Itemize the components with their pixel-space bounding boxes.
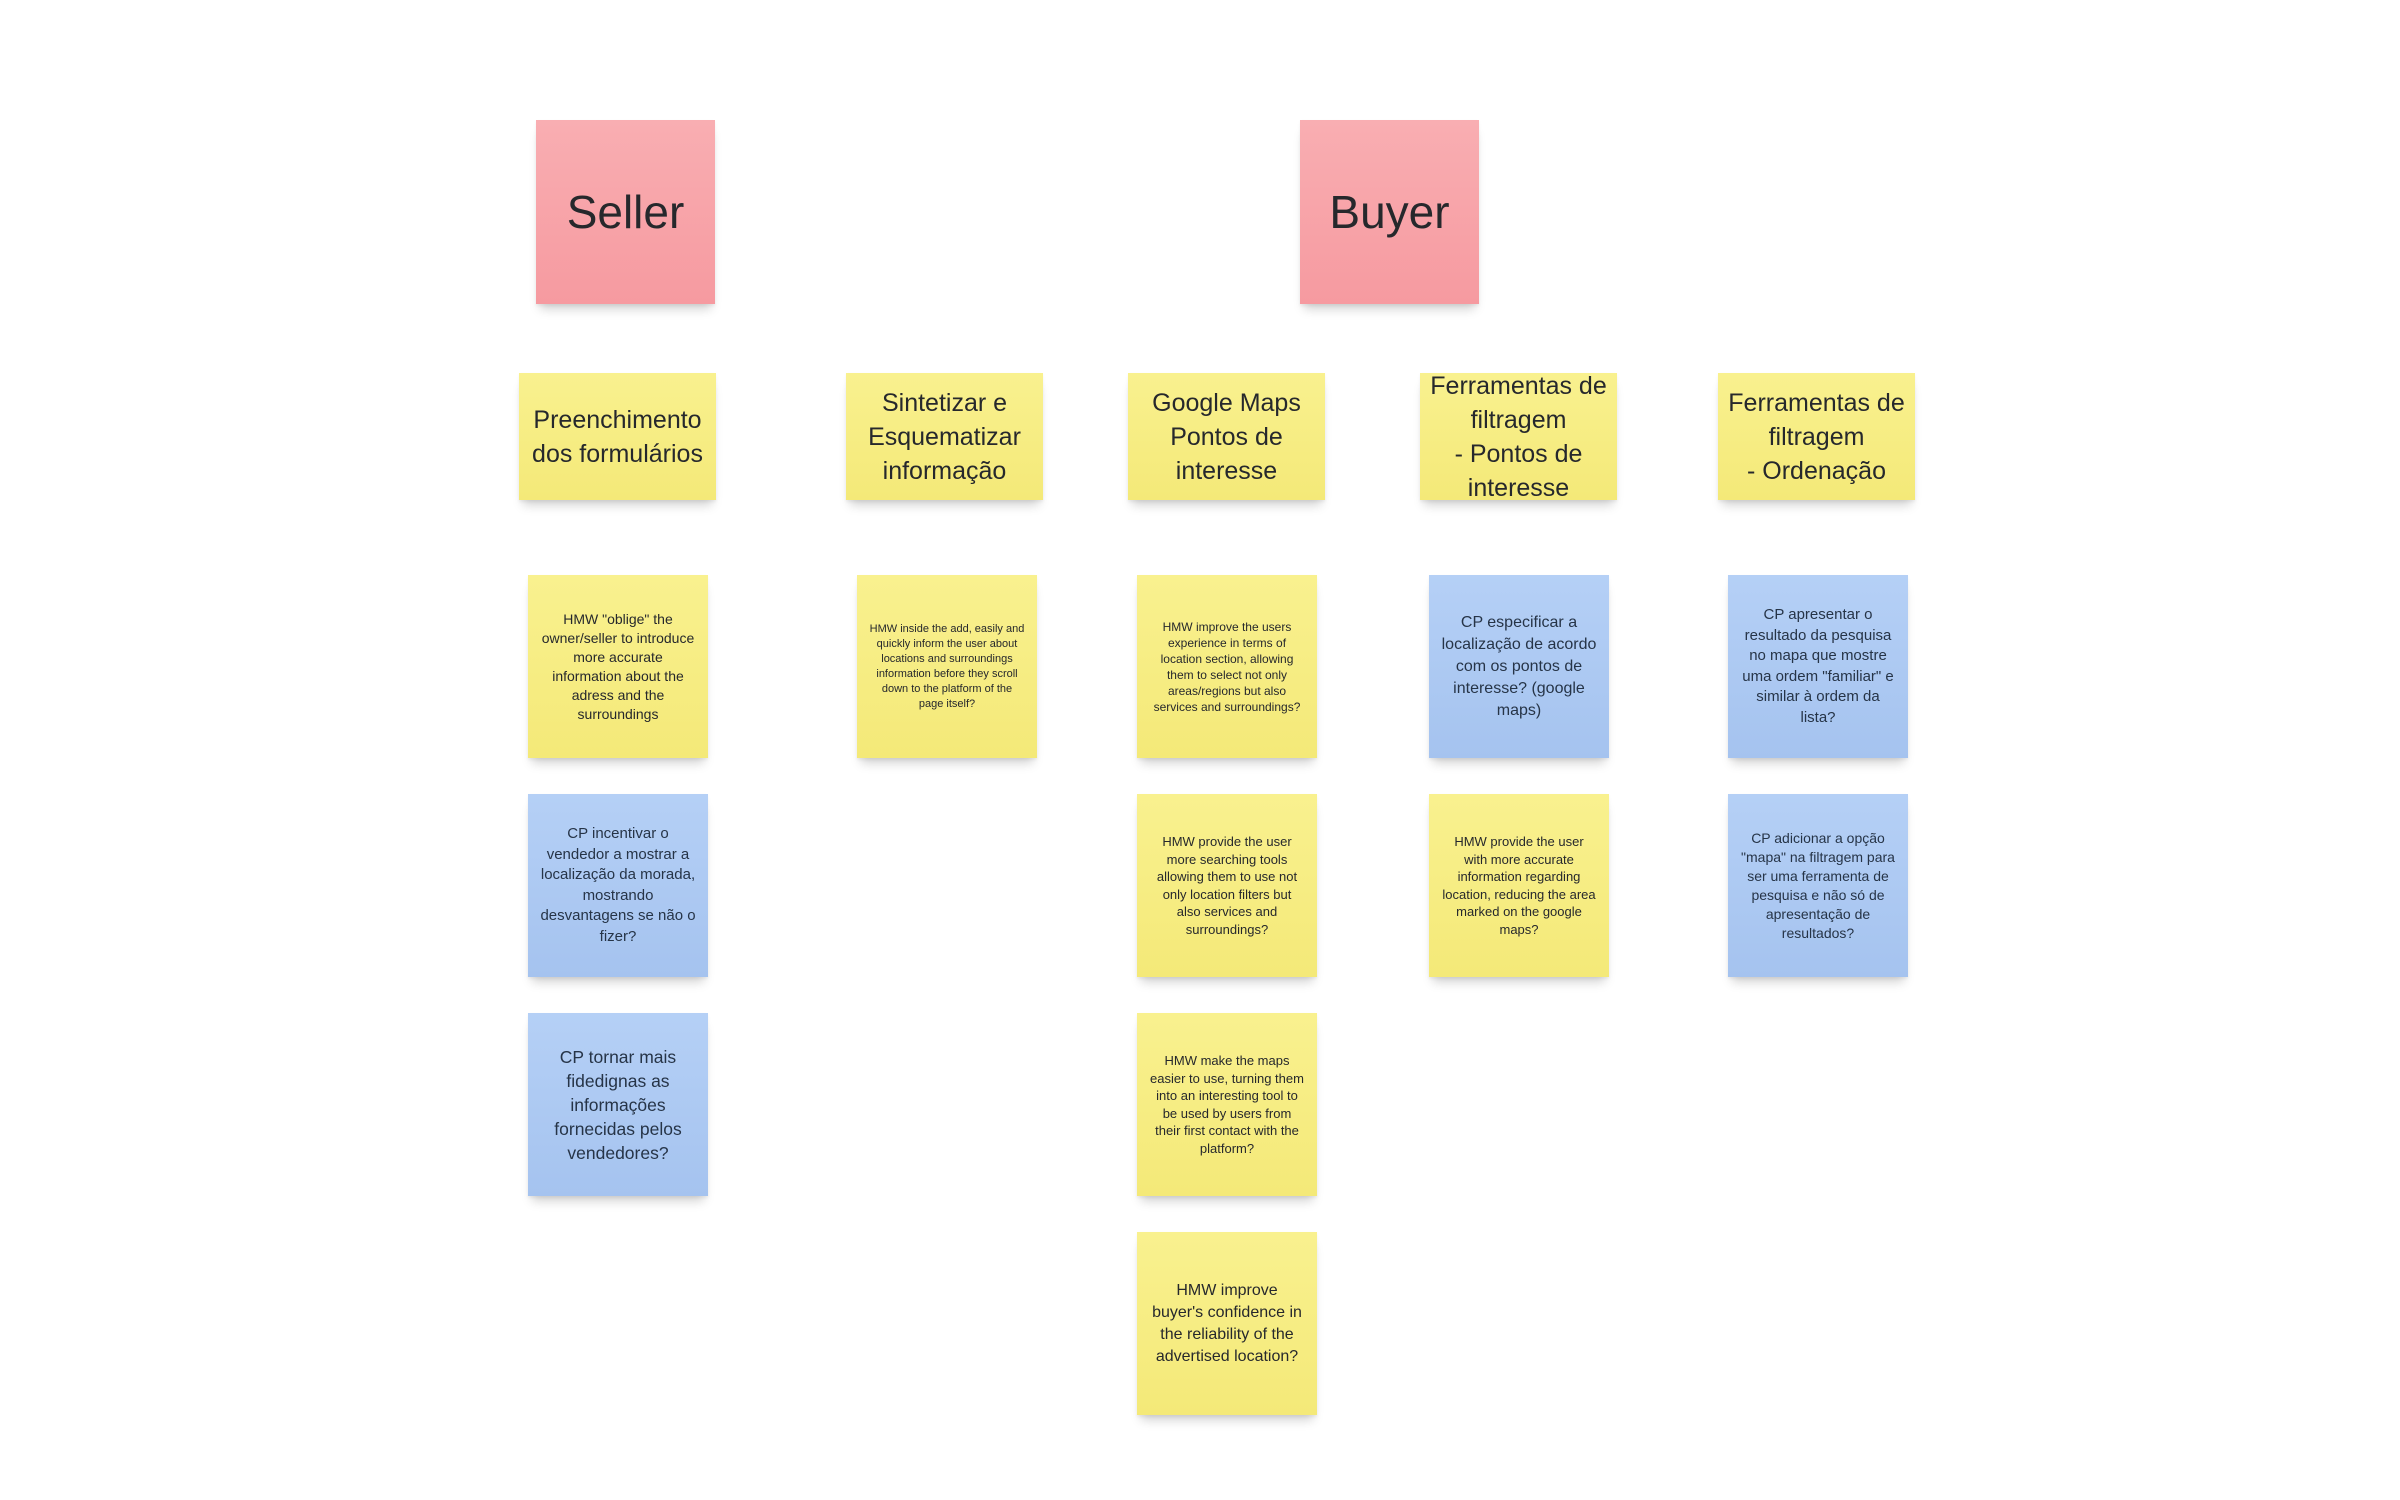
buyer-group-label: Buyer <box>1329 186 1450 238</box>
header-label: Ferramentas de filtragem - Pontos de int… <box>1430 373 1607 500</box>
sticky-note[interactable]: HMW provide the user with more accurate … <box>1429 794 1609 977</box>
note-text: HMW improve buyer's confidence in the re… <box>1152 1281 1302 1365</box>
sticky-note[interactable]: HMW improve the users experience in term… <box>1137 575 1317 758</box>
sticky-header-ferramentas-filtragem-ordenacao[interactable]: Ferramentas de filtragem - Ordenação <box>1718 373 1915 500</box>
sticky-note[interactable]: HMW provide the user more searching tool… <box>1137 794 1317 977</box>
note-text: CP apresentar o resultado da pesquisa no… <box>1742 606 1894 726</box>
sticky-header-google-maps-pontos-interesse[interactable]: Google Maps Pontos de interesse <box>1128 373 1325 500</box>
sticky-header-ferramentas-filtragem-pontos[interactable]: Ferramentas de filtragem - Pontos de int… <box>1420 373 1617 500</box>
sticky-note[interactable]: HMW "oblige" the owner/seller to introdu… <box>528 575 708 758</box>
header-label: Preenchimento dos formulários <box>532 405 703 468</box>
note-text: CP especificar a localização de acordo c… <box>1441 613 1597 719</box>
header-label: Sintetizar e Esquematizar informação <box>868 388 1021 485</box>
sticky-header-sintetizar-esquematizar[interactable]: Sintetizar e Esquematizar informação <box>846 373 1043 500</box>
sticky-note[interactable]: CP tornar mais fidedignas as informações… <box>528 1013 708 1196</box>
column-sintetizar-notes: HMW inside the add, easily and quickly i… <box>857 575 1037 758</box>
note-text: HMW "oblige" the owner/seller to introdu… <box>541 610 695 722</box>
note-text: CP adicionar a opção "mapa" na filtragem… <box>1741 829 1895 941</box>
sticky-note-seller-group[interactable]: Seller <box>536 120 715 304</box>
note-text: HMW inside the add, easily and quickly i… <box>869 622 1025 710</box>
note-text: HMW improve the users experience in term… <box>1153 619 1301 714</box>
sticky-note[interactable]: HMW improve buyer's confidence in the re… <box>1137 1232 1317 1415</box>
sticky-header-preenchimento-formularios[interactable]: Preenchimento dos formulários <box>519 373 716 500</box>
header-label: Google Maps Pontos de interesse <box>1152 388 1301 485</box>
sticky-note[interactable]: CP adicionar a opção "mapa" na filtragem… <box>1728 794 1908 977</box>
sticky-note-buyer-group[interactable]: Buyer <box>1300 120 1479 304</box>
column-filtragem-pontos-notes: CP especificar a localização de acordo c… <box>1429 575 1609 977</box>
column-filtragem-ordenacao-notes: CP apresentar o resultado da pesquisa no… <box>1728 575 1908 977</box>
sticky-note[interactable]: HMW make the maps easier to use, turning… <box>1137 1013 1317 1196</box>
sticky-note[interactable]: CP apresentar o resultado da pesquisa no… <box>1728 575 1908 758</box>
column-google-maps-notes: HMW improve the users experience in term… <box>1137 575 1317 1415</box>
column-preenchimento-notes: HMW "oblige" the owner/seller to introdu… <box>528 575 708 1196</box>
header-label: Ferramentas de filtragem - Ordenação <box>1728 388 1905 485</box>
note-text: HMW provide the user more searching tool… <box>1156 834 1298 937</box>
seller-group-label: Seller <box>566 186 685 238</box>
note-text: CP tornar mais fidedignas as informações… <box>554 1046 682 1163</box>
sticky-note[interactable]: CP especificar a localização de acordo c… <box>1429 575 1609 758</box>
sticky-note[interactable]: CP incentivar o vendedor a mostrar a loc… <box>528 794 708 977</box>
note-text: CP incentivar o vendedor a mostrar a loc… <box>540 825 696 945</box>
note-text: HMW make the maps easier to use, turning… <box>1150 1053 1304 1156</box>
sticky-note[interactable]: HMW inside the add, easily and quickly i… <box>857 575 1037 758</box>
note-text: HMW provide the user with more accurate … <box>1442 834 1596 937</box>
